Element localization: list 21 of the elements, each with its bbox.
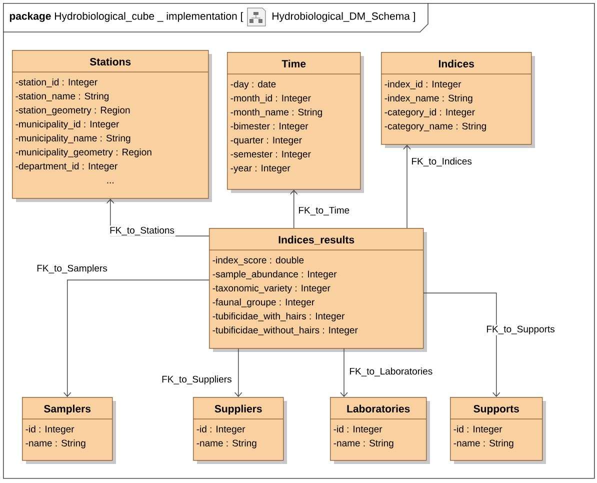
- edge-label: FK_to_Suppliers: [160, 374, 233, 386]
- class-box: Supports -id : Integer -name : String: [450, 397, 546, 464]
- class-box: Samplers -id : Integer -name : String: [22, 397, 116, 464]
- arrow: [423, 292, 500, 397]
- edge-label: FK_to_Stations: [108, 226, 176, 236]
- edge-label: FK_to_Laboratories: [348, 366, 434, 378]
- edge-label: FK_to_Time: [297, 206, 351, 216]
- class-box: Indices -index_id : Integer -index_name : String -category_id : Integer -category_name : String: [380, 52, 535, 148]
- arrow: [234, 348, 242, 397]
- arrow: [340, 348, 348, 397]
- class-box: Indices_results -index_score : double -sample_abundance : Integer -taxonomic_variety : Integer -faunal_groupe : Integer -tubificidae_with_hairs : Integer -tubificidae_without_hairs : Integer: [208, 228, 427, 352]
- edge-label: FK_to_Supports: [485, 324, 556, 336]
- arrow: [64, 280, 210, 397]
- class-box: Suppliers -id : Integer -name : String: [192, 397, 287, 464]
- edge-label: FK_to_Samplers: [36, 264, 108, 274]
- edge-label: FK_to_Indices: [410, 156, 473, 168]
- arrow: [290, 190, 298, 228]
- class-box: Laboratories -id : Integer -name : String: [330, 397, 430, 464]
- class-box: Time -day : date -month_id : Integer -month_name : String -bimester : Integer -quarter : Integer -semester : Integer -year : Integer: [226, 52, 364, 193]
- class-box: Stations -station_id : Integer -station_name : String -station_geometry : Region -municipality_id : Integer -municipality_name : String -municipality_geometry : Region -department_id : Integer ...: [12, 50, 212, 202]
- arrow: [403, 144, 411, 228]
